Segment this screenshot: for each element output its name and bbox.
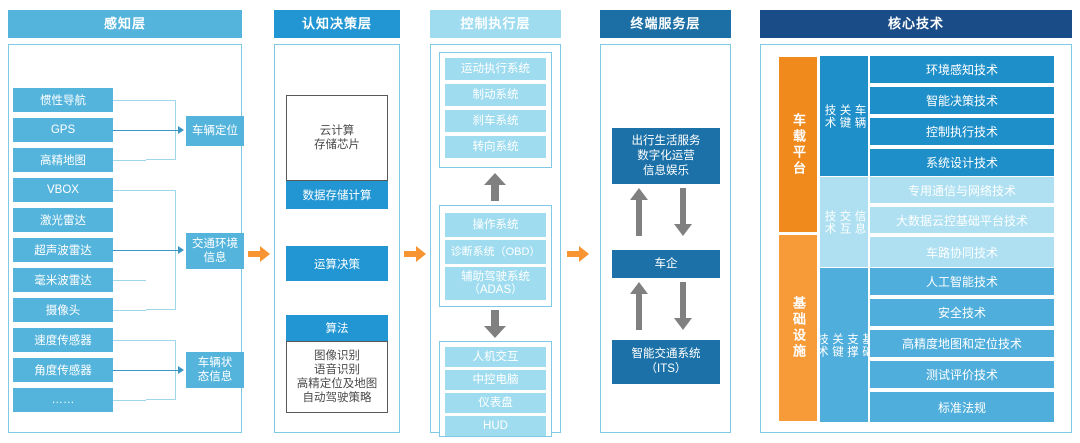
- control-item[interactable]: 人机交互: [445, 347, 546, 367]
- panel-perception: 感知层 惯性导航 GPS 高精地图 VBOX 激光雷达 超声波雷达 毫米波雷达 …: [8, 10, 244, 433]
- panel-core-tech-header: 核心技术: [760, 10, 1072, 38]
- panel-terminal-header: 终端服务层: [600, 10, 731, 38]
- tech-row[interactable]: 大数据云控基础平台技术: [870, 207, 1054, 235]
- control-item[interactable]: 中控电脑: [445, 370, 546, 390]
- connector-arrow-line: [113, 370, 180, 371]
- tech-row[interactable]: 测试评价技术: [870, 361, 1054, 390]
- arrow-up-icon: [630, 188, 648, 236]
- tech-row[interactable]: 标准法规: [870, 392, 1054, 422]
- panel-core-tech: 核心技术 车载平台 基础设施 车辆 关键 技术 信息 交互 技术 基础 支撑 关…: [760, 10, 1072, 433]
- control-item[interactable]: 操作系统: [445, 213, 546, 237]
- control-item[interactable]: 辅助驾驶系统 （ADAS）: [445, 267, 546, 300]
- category-label-info-interaction[interactable]: 信息 交互 技术: [820, 177, 868, 267]
- sensor-box[interactable]: 激光雷达: [13, 208, 113, 232]
- connector-arrow-head: [178, 126, 184, 134]
- arrow-down-icon: [484, 310, 506, 338]
- category-label-text: 基础 支撑 关键 技术: [816, 332, 873, 358]
- panel-cognition-header: 认知决策层: [274, 10, 400, 38]
- panel-control-header: 控制执行层: [430, 10, 561, 38]
- platform-label-text: 基础设施: [791, 296, 806, 360]
- panel-control: 控制执行层 运动执行系统 制动系统 刹车系统 转向系统 操作系统 诊断系统（OB…: [430, 10, 561, 437]
- cognition-block[interactable]: 图像识别 语音识别 高精定位及地图 自动驾驶策略: [286, 341, 388, 413]
- panel-cognition: 认知决策层 云计算 存储芯片 数据存储计算 运算决策 算法 图像识别 语音识别 …: [274, 10, 400, 433]
- connector-stub: [113, 100, 146, 101]
- platform-label-text: 车载平台: [791, 112, 806, 177]
- category-label-text: 信息 交互 技术: [823, 209, 866, 235]
- control-item[interactable]: 诊断系统（OBD）: [445, 240, 546, 264]
- control-item[interactable]: 仪表盘: [445, 393, 546, 413]
- aggregate-box[interactable]: 车辆定位: [186, 116, 244, 146]
- flow-arrow-icon: [248, 246, 270, 262]
- sensor-box[interactable]: 毫米波雷达: [13, 268, 113, 292]
- panel-terminal: 终端服务层 出行生活服务 数字化运营 信息娱乐 车企 智能交通系统 （ITS）: [600, 10, 731, 433]
- platform-label-infra[interactable]: 基础设施: [778, 234, 818, 422]
- connector-arrow-line: [113, 130, 180, 131]
- arrow-down-icon: [674, 282, 692, 330]
- sensor-box[interactable]: 速度传感器: [13, 328, 113, 352]
- sensor-box[interactable]: 超声波雷达: [13, 238, 113, 262]
- category-label-vehicle-key-tech[interactable]: 车辆 关键 技术: [820, 56, 868, 176]
- sensor-box[interactable]: GPS: [13, 118, 113, 142]
- arrow-up-icon: [484, 173, 506, 201]
- sensor-box[interactable]: 角度传感器: [13, 358, 113, 382]
- connector-arrow-head: [178, 246, 184, 254]
- platform-label-vehicle[interactable]: 车载平台: [778, 56, 818, 233]
- connector-stub: [113, 340, 146, 341]
- connector-stub: [113, 190, 146, 191]
- connector-stub: [113, 310, 146, 311]
- category-label-text: 车辆 关键 技术: [823, 103, 866, 129]
- sensor-box[interactable]: 摄像头: [13, 298, 113, 322]
- flow-arrow-icon: [404, 246, 426, 262]
- cognition-block[interactable]: 运算决策: [286, 246, 388, 281]
- terminal-box[interactable]: 智能交通系统 （ITS）: [612, 340, 720, 384]
- sensor-box[interactable]: 高精地图: [13, 148, 113, 172]
- connector-arrow-head: [178, 366, 184, 374]
- control-item[interactable]: 运动执行系统: [445, 58, 546, 80]
- aggregate-box[interactable]: 车辆状 态信息: [186, 352, 244, 388]
- cognition-block[interactable]: 算法: [286, 315, 388, 341]
- tech-row[interactable]: 智能决策技术: [870, 87, 1054, 116]
- arrow-down-icon: [674, 188, 692, 236]
- sensor-box[interactable]: VBOX: [13, 178, 113, 202]
- tech-row[interactable]: 人工智能技术: [870, 268, 1054, 297]
- category-label-base-support[interactable]: 基础 支撑 关键 技术: [816, 268, 873, 422]
- tech-row[interactable]: 专用通信与网络技术: [870, 177, 1054, 205]
- sensor-box[interactable]: 惯性导航: [13, 88, 113, 112]
- connector-stub: [113, 400, 146, 401]
- cognition-block[interactable]: 云计算 存储芯片: [286, 95, 388, 181]
- arrow-up-icon: [630, 282, 648, 330]
- connector-stub: [113, 160, 146, 161]
- tech-row[interactable]: 系统设计技术: [870, 149, 1054, 176]
- terminal-box[interactable]: 出行生活服务 数字化运营 信息娱乐: [612, 128, 720, 184]
- tech-row[interactable]: 安全技术: [870, 299, 1054, 328]
- aggregate-box[interactable]: 交通环境 信息: [186, 233, 244, 269]
- flow-arrow-icon: [567, 246, 589, 262]
- cognition-block[interactable]: 数据存储计算: [286, 181, 388, 209]
- control-item[interactable]: 转向系统: [445, 136, 546, 158]
- control-item[interactable]: HUD: [445, 416, 546, 436]
- tech-row[interactable]: 高精度地图和定位技术: [870, 330, 1054, 359]
- tech-row[interactable]: 控制执行技术: [870, 118, 1054, 147]
- tech-row[interactable]: 车路协同技术: [870, 237, 1054, 267]
- tech-row[interactable]: 环境感知技术: [870, 56, 1054, 85]
- control-item[interactable]: 制动系统: [445, 84, 546, 106]
- connector-arrow-line: [113, 250, 180, 251]
- terminal-box[interactable]: 车企: [612, 250, 720, 278]
- control-item[interactable]: 刹车系统: [445, 110, 546, 132]
- sensor-box[interactable]: ……: [13, 388, 113, 412]
- panel-perception-header: 感知层: [8, 10, 242, 38]
- connector-stub: [113, 280, 146, 281]
